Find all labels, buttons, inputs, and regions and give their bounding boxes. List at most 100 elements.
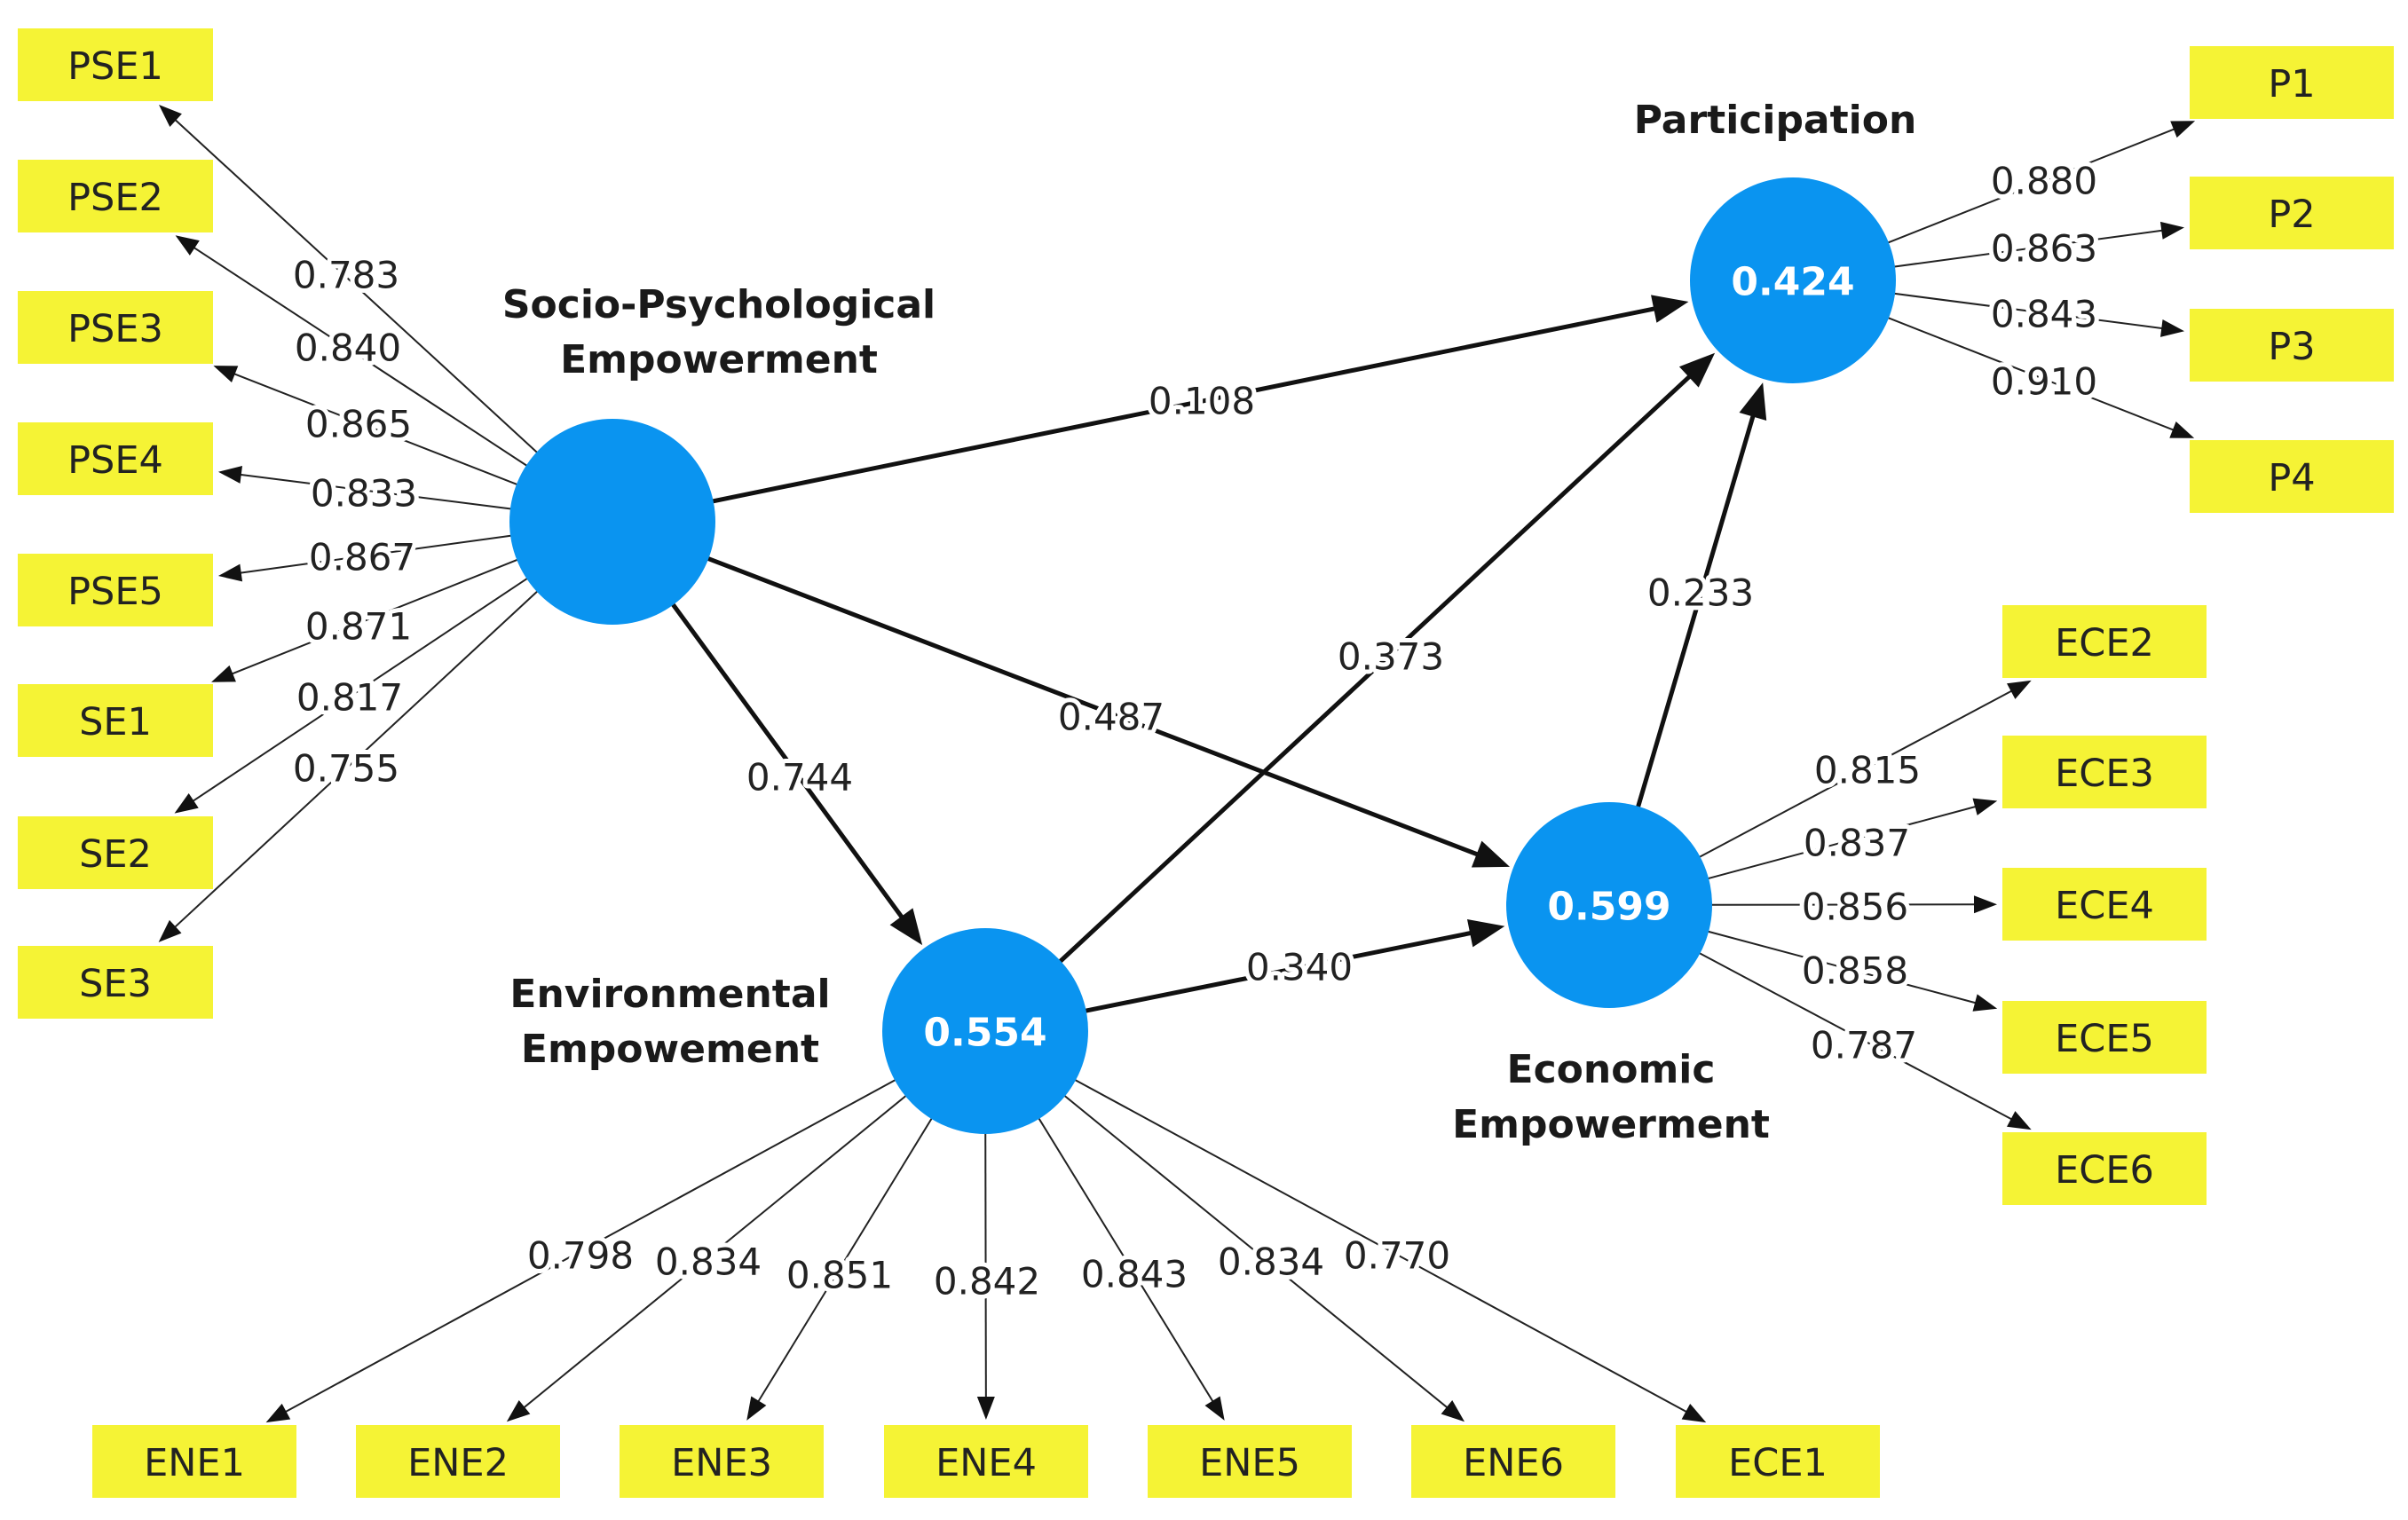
- indicator-ene2[interactable]: ENE2: [356, 1425, 560, 1498]
- path-coefficient-spe-eco: 0.487: [1058, 696, 1165, 739]
- path-arrowhead-spe-par: [1651, 295, 1689, 323]
- indicator-ece1[interactable]: ECE1: [1676, 1425, 1880, 1498]
- path-arrowhead-env-eco: [1466, 918, 1505, 948]
- loading-label-se3: 0.755: [293, 747, 399, 791]
- indicator-box: [18, 28, 213, 101]
- indicator-name: ENE3: [671, 1441, 772, 1485]
- indicator-pse5[interactable]: PSE5: [18, 554, 213, 626]
- loading-arrowhead-p1: [2170, 121, 2196, 138]
- loading-line-ene2: [518, 1093, 909, 1413]
- loading-line-ene5: [1036, 1114, 1218, 1408]
- indicator-box: [2002, 1001, 2207, 1074]
- indicator-pse3[interactable]: PSE3: [18, 291, 213, 364]
- indicator-ene1[interactable]: ENE1: [92, 1425, 296, 1498]
- r-squared-value: 0.599: [1547, 885, 1670, 930]
- latent-variable-env[interactable]: 0.554: [882, 928, 1088, 1134]
- indicator-ece3[interactable]: ECE3: [2002, 736, 2207, 808]
- loading-arrowhead-pse4: [217, 466, 243, 484]
- indicator-pse2[interactable]: PSE2: [18, 160, 213, 232]
- indicator-pse1[interactable]: PSE1: [18, 28, 213, 101]
- indicator-ece4[interactable]: ECE4: [2002, 868, 2207, 941]
- indicator-name: ENE2: [407, 1441, 509, 1485]
- loading-arrowhead-ece1: [1681, 1403, 1707, 1423]
- indicator-box: [2190, 440, 2394, 513]
- path-arrowhead-eco-par: [1739, 382, 1767, 421]
- indicator-ece2[interactable]: ECE2: [2002, 605, 2207, 678]
- latent-label-line: Empowerment: [560, 337, 878, 382]
- loading-line-ene6: [1062, 1092, 1453, 1413]
- indicator-se3[interactable]: SE3: [18, 946, 213, 1019]
- indicator-ene6[interactable]: ENE6: [1411, 1425, 1615, 1498]
- indicator-se2[interactable]: SE2: [18, 816, 213, 889]
- path-coefficient-env-eco: 0.340: [1246, 946, 1353, 989]
- loading-line-se2: [186, 576, 531, 806]
- indicator-p1[interactable]: P1: [2190, 46, 2394, 119]
- latent-circle: [882, 928, 1088, 1134]
- indicator-box: [2002, 736, 2207, 808]
- indicator-ene4[interactable]: ENE4: [884, 1425, 1088, 1498]
- indicator-box: [18, 554, 213, 626]
- latent-label-line: Empowerment: [1452, 1102, 1770, 1147]
- loading-label-ene4: 0.842: [934, 1260, 1040, 1303]
- loading-label-se2: 0.817: [296, 676, 403, 720]
- path-line-env-eco: [1084, 929, 1480, 1013]
- path-line-spe-eco: [706, 555, 1486, 860]
- indicator-se1[interactable]: SE1: [18, 684, 213, 757]
- indicator-ece6[interactable]: ECE6: [2002, 1132, 2207, 1205]
- indicator-pse4[interactable]: PSE4: [18, 422, 213, 495]
- loading-line-pse4: [233, 472, 515, 510]
- loading-label-p2: 0.863: [1991, 227, 2097, 271]
- path-line-spe-env: [670, 602, 909, 925]
- indicator-name: ECE3: [2055, 752, 2154, 796]
- indicator-box: [18, 160, 213, 232]
- loading-line-p4: [1884, 316, 2180, 434]
- path-arrowhead-spe-env: [889, 908, 923, 946]
- loading-line-ece5: [1704, 929, 1983, 1006]
- loading-line-pse1: [170, 114, 541, 455]
- loading-line-ece1: [1071, 1077, 1693, 1416]
- indicator-ece5[interactable]: ECE5: [2002, 1001, 2207, 1074]
- latent-variable-spe[interactable]: [509, 419, 715, 625]
- latent-label-line: Participation: [1634, 98, 1917, 143]
- indicator-name: ECE4: [2055, 884, 2154, 928]
- indicator-name: ECE5: [2055, 1017, 2154, 1061]
- loading-label-p4: 0.910: [1991, 360, 2097, 404]
- indicator-name: PSE3: [67, 307, 163, 351]
- indicator-name: ENE5: [1199, 1441, 1300, 1485]
- loading-line-ene1: [279, 1077, 899, 1416]
- loading-label-pse1: 0.783: [293, 254, 399, 297]
- latent-variable-par[interactable]: 0.424: [1690, 177, 1896, 383]
- loading-arrowhead-ece2: [2007, 680, 2032, 699]
- loading-label-ece1: 0.770: [1344, 1234, 1450, 1278]
- indicator-p4[interactable]: P4: [2190, 440, 2394, 513]
- indicator-box: [356, 1425, 560, 1498]
- indicator-ene5[interactable]: ENE5: [1148, 1425, 1352, 1498]
- indicator-name: PSE4: [67, 438, 163, 483]
- loading-label-ene5: 0.843: [1081, 1253, 1188, 1296]
- indicator-box: [18, 946, 213, 1019]
- loading-arrowhead-se3: [158, 919, 182, 942]
- indicator-ene3[interactable]: ENE3: [620, 1425, 824, 1498]
- indicator-name: SE2: [79, 832, 152, 877]
- latent-circle: [509, 419, 715, 625]
- indicator-p2[interactable]: P2: [2190, 177, 2394, 249]
- loading-arrowhead-se1: [211, 665, 236, 682]
- indicator-name: SE3: [79, 962, 152, 1006]
- indicator-box: [18, 684, 213, 757]
- path-coefficient-eco-par: 0.233: [1647, 571, 1754, 615]
- indicator-box: [2002, 605, 2207, 678]
- latent-label-line: Socio-Psychological: [502, 282, 936, 327]
- path-line-eco-par: [1635, 407, 1758, 809]
- indicator-box: [2002, 868, 2207, 941]
- indicator-p3[interactable]: P3: [2190, 309, 2394, 382]
- loading-line-pse3: [227, 370, 521, 487]
- loading-label-ece2: 0.815: [1814, 749, 1921, 792]
- loading-line-ece6: [1696, 950, 2018, 1123]
- loading-arrowhead-pse1: [158, 105, 182, 128]
- latent-variable-eco[interactable]: 0.599: [1506, 802, 1712, 1008]
- loading-line-ece2: [1696, 687, 2018, 860]
- loading-label-ene6: 0.834: [1218, 1240, 1324, 1284]
- loading-arrowhead-ene2: [506, 1400, 531, 1422]
- indicator-name: ENE4: [936, 1441, 1037, 1485]
